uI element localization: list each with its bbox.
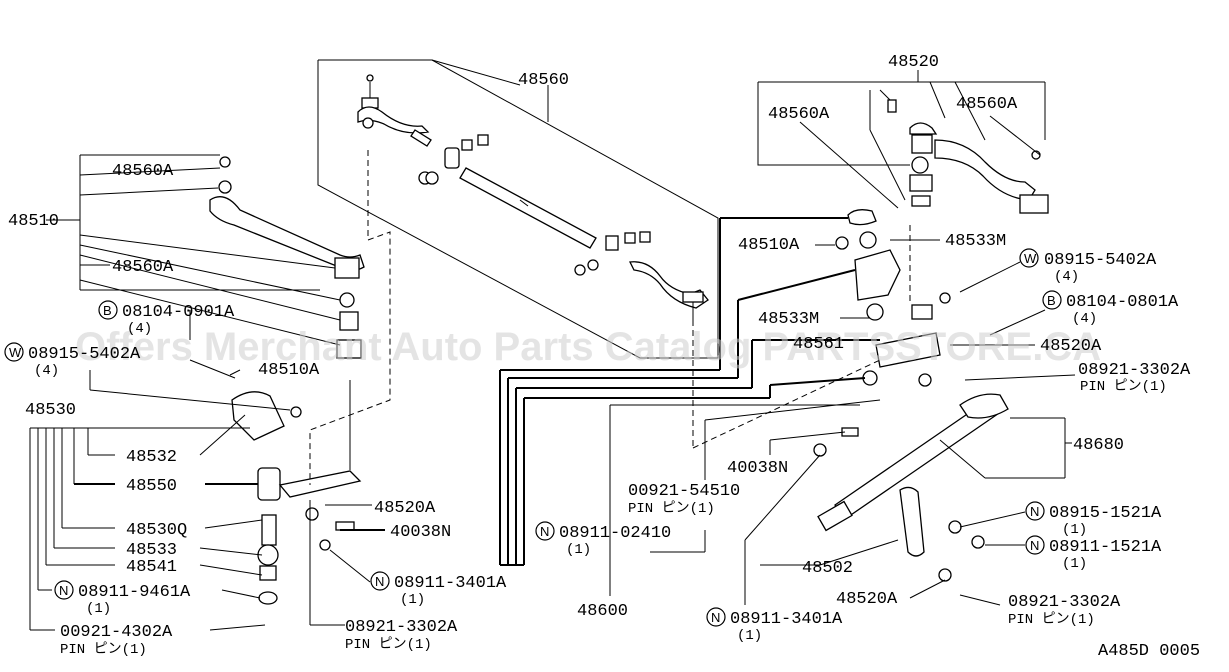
callout-08915-1521a: 08915-1521A <box>1049 504 1162 523</box>
label-48502: 48502 <box>802 559 853 578</box>
n-symbol-icon <box>54 580 74 600</box>
label-48533: 48533 <box>126 541 177 560</box>
callout-08921-3302a-r: 08921-3302A <box>1078 361 1191 380</box>
n-symbol-icon <box>1025 501 1045 521</box>
label-48541: 48541 <box>126 558 177 577</box>
part-labels: 48560 48520 48560A 48560A 48560A 48510 4… <box>8 53 1124 621</box>
qty-08921-3302a-m: PIN ピン(1) <box>345 636 432 653</box>
label-48533m-2: 48533M <box>758 310 819 329</box>
tie-rod-assembly <box>357 74 709 320</box>
label-48520-top: 48520 <box>888 53 939 72</box>
callout-08921-3302a-b: 08921-3302A <box>1008 593 1121 612</box>
w-prefix: W <box>1024 251 1037 266</box>
qty-08915-5402a-l: (4) <box>34 363 59 379</box>
w-symbol-icon <box>4 342 24 362</box>
qty-08911-1521a: (1) <box>1062 556 1087 572</box>
callout-08911-02410: 08911-02410 <box>559 524 671 543</box>
qty-08104-0901a: (4) <box>127 321 152 337</box>
qty-00921-4302a: PIN ピン(1) <box>60 641 147 658</box>
w-prefix: W <box>9 345 22 360</box>
qty-08104-0801a: (4) <box>1072 311 1097 327</box>
b-prefix: B <box>1047 293 1056 308</box>
label-48520a-b: 48520A <box>836 590 898 609</box>
n-symbol-icon <box>370 571 390 591</box>
label-40038n-l: 40038N <box>390 523 451 542</box>
label-48520a-r: 48520A <box>1040 337 1102 356</box>
qty-08921-3302a-r: PIN ピン(1) <box>1080 378 1167 395</box>
n-prefix: N <box>59 583 68 598</box>
label-48550: 48550 <box>126 477 177 496</box>
qty-08915-1521a: (1) <box>1062 522 1087 538</box>
label-40038n-r: 40038N <box>727 459 788 478</box>
b-prefix: B <box>103 303 112 318</box>
label-48680: 48680 <box>1073 436 1124 455</box>
label-48510a-r: 48510A <box>738 236 800 255</box>
qty-08911-9461a: (1) <box>86 601 111 617</box>
n-prefix: N <box>711 610 720 625</box>
label-48533m-1: 48533M <box>945 232 1006 251</box>
n-prefix: N <box>1030 504 1039 519</box>
callout-08104-0801a: 08104-0801A <box>1066 293 1179 312</box>
watermark: Offers Merchant Auto Parts Catalog PARTS… <box>75 325 1101 369</box>
callout-08921-3302a-m: 08921-3302A <box>345 618 458 637</box>
label-48510: 48510 <box>8 212 59 231</box>
callout-08911-1521a: 08911-1521A <box>1049 538 1162 557</box>
label-48561: 48561 <box>793 335 844 354</box>
leader-lines-left <box>29 154 385 631</box>
callout-08911-9461a: 08911-9461A <box>78 583 191 602</box>
idler-assembly <box>209 156 365 605</box>
n-prefix: N <box>1030 538 1039 553</box>
label-48530q: 48530Q <box>126 521 187 540</box>
qty-08911-3401a-b: (1) <box>737 628 762 644</box>
label-48600: 48600 <box>577 602 628 621</box>
leader-lines-right <box>431 59 1076 606</box>
n-prefix: N <box>375 574 384 589</box>
label-48510a-l: 48510A <box>258 361 320 380</box>
qty-08911-02410: (1) <box>566 542 591 558</box>
label-48560a-r1: 48560A <box>768 105 830 124</box>
callout-08915-5402a-l: 08915-5402A <box>28 345 141 364</box>
callout-08104-0901a: 08104-0901A <box>122 303 235 322</box>
bracket-assembly <box>835 209 951 387</box>
label-48560a-l1: 48560A <box>112 162 174 181</box>
qty-08915-5402a-r: (4) <box>1054 269 1079 285</box>
callout-00921-54510: 00921-54510 <box>628 482 740 501</box>
callout-08911-3401a-b: 08911-3401A <box>730 610 843 629</box>
n-symbol-icon <box>706 607 726 627</box>
b-symbol-icon <box>98 300 118 320</box>
steering-damper <box>813 393 1009 582</box>
label-48560: 48560 <box>518 71 569 90</box>
n-symbol-icon <box>535 521 555 541</box>
n-prefix: N <box>540 524 549 539</box>
label-48530: 48530 <box>25 401 76 420</box>
qty-08911-3401a-m: (1) <box>400 592 425 608</box>
b-symbol-icon <box>1042 290 1062 310</box>
callout-08915-5402a-r: 08915-5402A <box>1044 251 1157 270</box>
label-48560a-l2: 48560A <box>112 258 174 277</box>
n-symbol-icon <box>1025 535 1045 555</box>
qty-08921-3302a-b: PIN ピン(1) <box>1008 611 1095 628</box>
label-48520a-l: 48520A <box>374 499 436 518</box>
label-48532: 48532 <box>126 448 177 467</box>
label-48560a-r2: 48560A <box>956 95 1018 114</box>
callouts: W 08915-5402A (4) B 08104-0801A (4) B 08… <box>4 248 1191 658</box>
qty-00921-54510: PIN ピン(1) <box>628 500 715 517</box>
diagram-id: A485D 0005 <box>1098 642 1200 661</box>
callout-00921-4302a: 00921-4302A <box>60 623 173 642</box>
inset-assembly <box>887 99 1049 214</box>
callout-08911-3401a-m: 08911-3401A <box>394 574 507 593</box>
w-symbol-icon <box>1019 248 1039 268</box>
